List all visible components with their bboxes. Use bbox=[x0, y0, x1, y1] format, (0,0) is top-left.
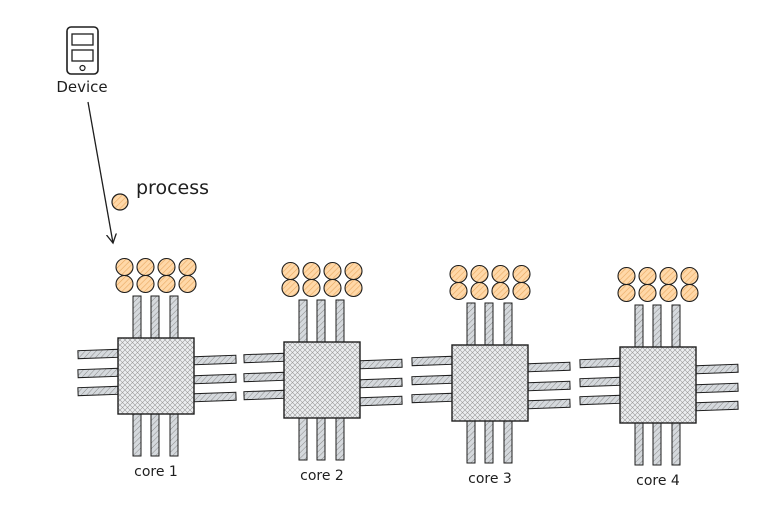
core-pin-top bbox=[169, 295, 179, 339]
core-pin-left bbox=[243, 371, 285, 383]
core-label: core 4 bbox=[636, 473, 680, 489]
process-dot bbox=[281, 278, 300, 298]
core-pin-top bbox=[484, 302, 494, 346]
core-pin-right bbox=[527, 398, 571, 410]
core-pin-top bbox=[634, 304, 644, 348]
core-chip bbox=[117, 337, 195, 415]
core-pin-left bbox=[243, 389, 285, 401]
core-pin-left bbox=[579, 394, 621, 406]
core-pin-left bbox=[411, 374, 453, 386]
core-pin-right bbox=[193, 391, 237, 403]
process-dot bbox=[659, 266, 678, 286]
core-chip bbox=[451, 344, 529, 422]
process-dot bbox=[302, 261, 321, 281]
core-pin-left bbox=[77, 385, 119, 397]
core-pin-bottom bbox=[169, 413, 179, 457]
core-pin-top bbox=[335, 299, 345, 343]
core-pin-bottom bbox=[634, 422, 644, 466]
mobile-device-icon bbox=[66, 26, 99, 75]
core-pin-left bbox=[411, 392, 453, 404]
core-1: core 1 bbox=[77, 257, 237, 480]
device-label: Device bbox=[56, 78, 107, 96]
core-pin-bottom bbox=[132, 413, 142, 457]
core-4: core 4 bbox=[579, 266, 739, 489]
core-pin-right bbox=[359, 395, 403, 407]
process-dot bbox=[617, 283, 636, 303]
core-pin-bottom bbox=[503, 420, 513, 464]
core-pin-right bbox=[695, 400, 739, 412]
core-pin-left bbox=[579, 357, 621, 369]
core-chip bbox=[619, 346, 697, 424]
process-dot bbox=[115, 257, 134, 277]
core-pin-top bbox=[132, 295, 142, 339]
process-dot bbox=[638, 283, 657, 303]
process-dot bbox=[512, 281, 531, 301]
core-pin-bottom bbox=[466, 420, 476, 464]
core-pin-right bbox=[695, 363, 739, 375]
core-label: core 1 bbox=[134, 464, 178, 480]
process-dot bbox=[491, 264, 510, 284]
core-pin-top bbox=[316, 299, 326, 343]
process-dot bbox=[617, 266, 636, 286]
core-pin-bottom bbox=[652, 422, 662, 466]
core-pin-right bbox=[359, 377, 403, 389]
process-dot bbox=[323, 278, 342, 298]
core-pin-right bbox=[193, 354, 237, 366]
core-2: core 2 bbox=[243, 261, 403, 484]
process-dot bbox=[638, 266, 657, 286]
process-dot bbox=[157, 257, 176, 277]
core-pin-bottom bbox=[150, 413, 160, 457]
process-dot bbox=[344, 261, 363, 281]
process-dot bbox=[136, 274, 155, 294]
core-pin-top bbox=[466, 302, 476, 346]
core-pin-bottom bbox=[671, 422, 681, 466]
core-pin-left bbox=[579, 376, 621, 388]
core-pin-right bbox=[193, 373, 237, 385]
process-dot bbox=[302, 278, 321, 298]
core-pin-right bbox=[527, 361, 571, 373]
core-pin-top bbox=[503, 302, 513, 346]
process-dot bbox=[680, 283, 699, 303]
process-dot bbox=[449, 264, 468, 284]
core-pin-left bbox=[411, 355, 453, 367]
core-pin-bottom bbox=[484, 420, 494, 464]
process-dot bbox=[659, 283, 678, 303]
core-pin-right bbox=[527, 380, 571, 392]
process-dot bbox=[344, 278, 363, 298]
process-dot bbox=[157, 274, 176, 294]
core-pin-right bbox=[359, 358, 403, 370]
process-dot bbox=[178, 274, 197, 294]
core-3: core 3 bbox=[411, 264, 571, 487]
process-dot bbox=[470, 281, 489, 301]
process-legend-label: process bbox=[136, 177, 209, 199]
core-pin-left bbox=[77, 367, 119, 379]
process-dot bbox=[491, 281, 510, 301]
core-pin-left bbox=[77, 348, 119, 360]
core-label: core 2 bbox=[300, 468, 344, 484]
process-dot bbox=[680, 266, 699, 286]
process-dot bbox=[470, 264, 489, 284]
core-pin-top bbox=[671, 304, 681, 348]
process-dot-icon bbox=[111, 193, 129, 211]
process-dot bbox=[449, 281, 468, 301]
core-pin-bottom bbox=[335, 417, 345, 461]
process-dot bbox=[136, 257, 155, 277]
core-pin-bottom bbox=[298, 417, 308, 461]
core-pin-top bbox=[298, 299, 308, 343]
process-dot bbox=[178, 257, 197, 277]
core-pin-top bbox=[150, 295, 160, 339]
cores-layer: core 1 core 2 core 3 core 4 bbox=[77, 257, 739, 489]
device-arrow bbox=[87, 101, 113, 243]
core-pin-left bbox=[243, 352, 285, 364]
core-label: core 3 bbox=[468, 471, 512, 487]
process-dot bbox=[115, 274, 134, 294]
core-pin-bottom bbox=[316, 417, 326, 461]
core-chip bbox=[283, 341, 361, 419]
process-dot bbox=[512, 264, 531, 284]
core-pin-top bbox=[652, 304, 662, 348]
process-dot bbox=[281, 261, 300, 281]
core-pin-right bbox=[695, 382, 739, 394]
process-dot bbox=[323, 261, 342, 281]
